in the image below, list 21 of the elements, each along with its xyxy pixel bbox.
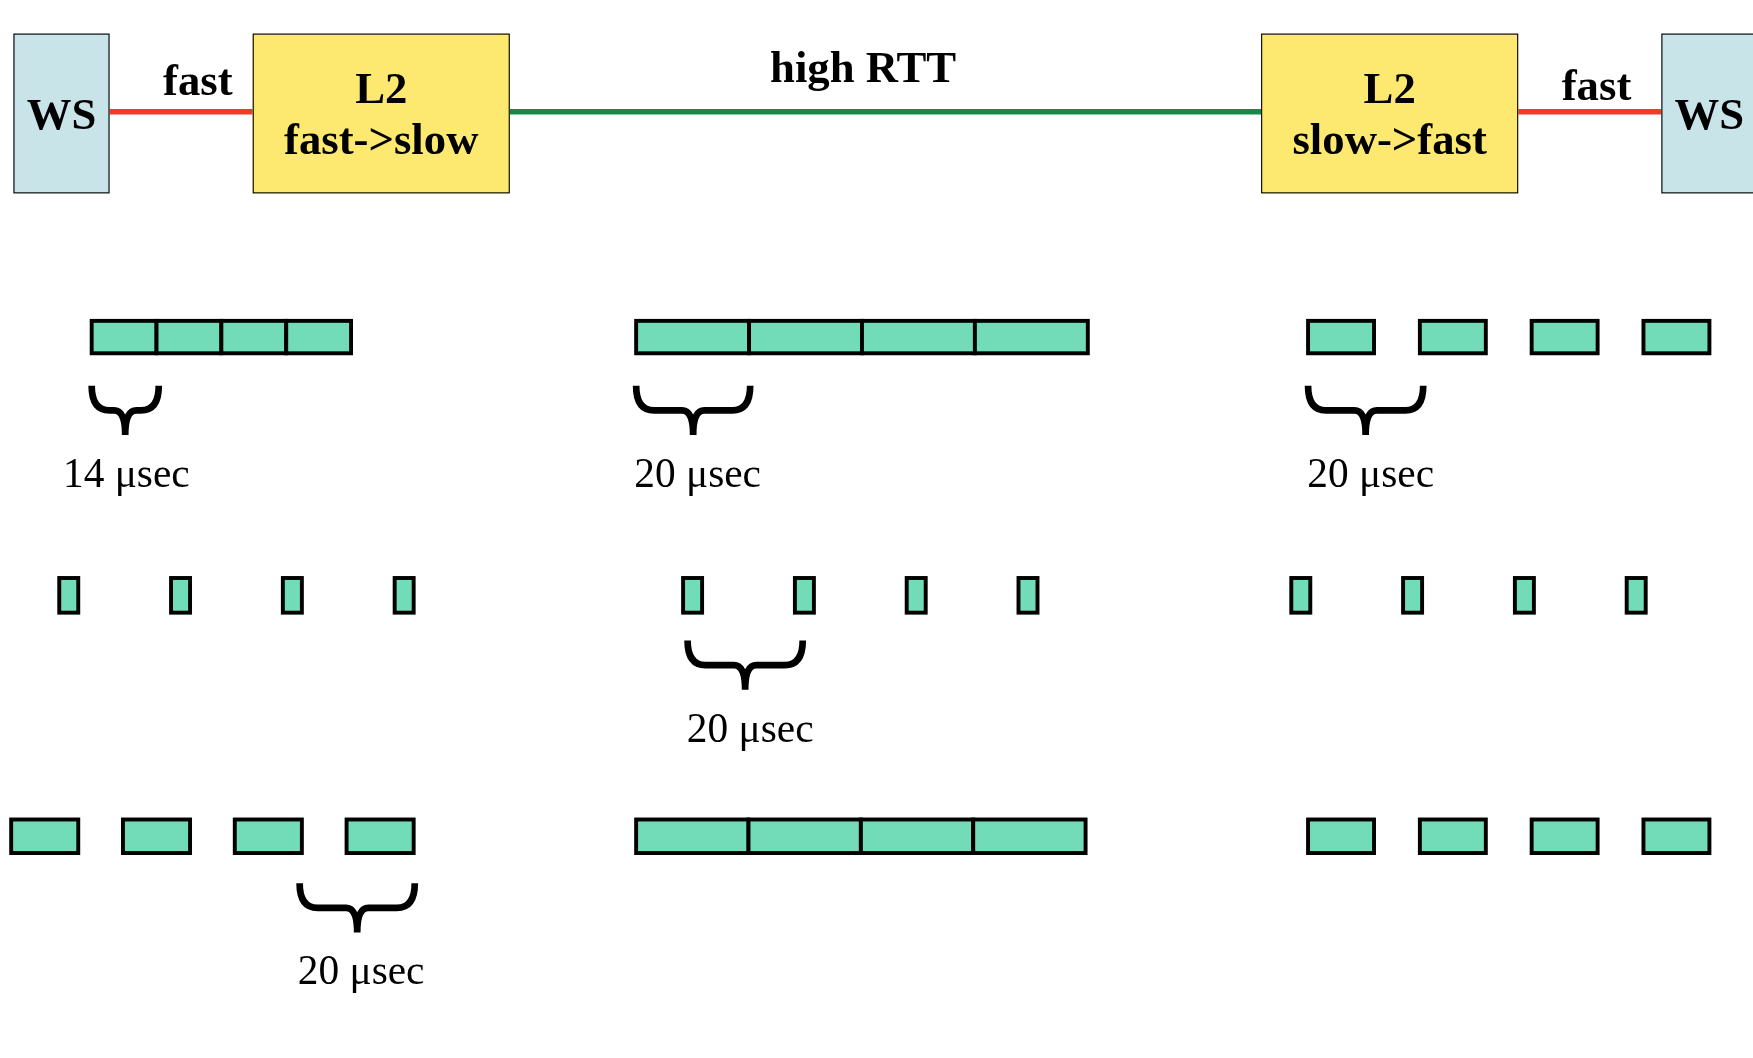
interval-label: 20 μsec <box>634 450 761 498</box>
edge-label: fast <box>1561 60 1632 110</box>
edge-label: fast <box>163 55 233 106</box>
node-label: L2 <box>355 62 408 114</box>
connector-line <box>509 109 1262 115</box>
node-label: slow->fast <box>1292 113 1487 165</box>
node-label: L2 <box>1363 62 1416 114</box>
interval-label: 20 μsec <box>686 705 814 753</box>
connector-line <box>109 109 253 115</box>
switch-box <box>1261 33 1519 194</box>
node-label: fast->slow <box>284 113 479 165</box>
switch-box <box>252 33 510 194</box>
edge-label: high RTT <box>770 42 957 92</box>
host-box <box>1661 33 1753 194</box>
interval-label: 20 μsec <box>297 946 425 994</box>
connector-line <box>1518 109 1662 115</box>
host-box <box>13 33 110 194</box>
node-label: WS <box>1674 87 1745 140</box>
interval-label: 20 μsec <box>1307 450 1435 498</box>
node-label: WS <box>26 87 97 140</box>
interval-label: 14 μsec <box>62 450 190 498</box>
